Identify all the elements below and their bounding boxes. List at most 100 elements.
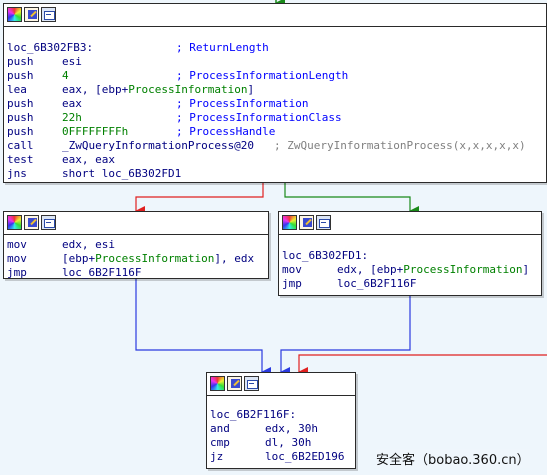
block-loc-6B302FD1[interactable]: loc_6B302FD1: mov edx, [ebp+ProcessInform… <box>278 211 542 296</box>
mnemonic: push <box>7 69 34 82</box>
color-palette-icon[interactable] <box>7 215 22 230</box>
mnemonic: push <box>7 111 34 124</box>
watermark: 安全客（bobao.360.cn） <box>376 449 530 468</box>
stack-var[interactable]: ProcessInformation <box>95 252 215 265</box>
asm-comment: ; ZwQueryInformationProcess(x,x,x,x,x) <box>274 139 526 152</box>
operand[interactable]: edx, 30h <box>265 422 318 435</box>
asm-line[interactable]: loc_6B302FD1: <box>279 249 541 263</box>
asm-line[interactable]: push 0FFFFFFFFh ; ProcessHandle <box>4 125 546 139</box>
graph-overview-icon[interactable] <box>41 215 56 230</box>
rename-pencil-icon[interactable] <box>24 215 39 230</box>
jump-target[interactable]: loc_6B2ED196 <box>265 450 345 463</box>
operand[interactable]: edx, esi <box>62 238 115 251</box>
asm-comment: ; ProcessHandle <box>176 125 276 138</box>
operand[interactable]: [ebp+ProcessInformation], edx <box>62 252 254 266</box>
block-loc-6B2F116F[interactable]: loc_6B2F116F: and edx, 30h cmp dl, 30h jz l… <box>206 372 356 469</box>
operand[interactable]: edx, [ebp+ProcessInformation] <box>337 263 529 277</box>
mnemonic: push <box>7 55 34 68</box>
asm-line[interactable]: mov [ebp+ProcessInformation], edx <box>4 252 268 266</box>
mnemonic: mov <box>282 263 302 276</box>
operand-suffix: ] <box>247 83 255 96</box>
block-fallthrough[interactable]: mov edx, esi mov [ebp+ProcessInformation],… <box>3 211 269 279</box>
mnemonic: call <box>7 139 34 152</box>
mnemonic: cmp <box>210 436 230 449</box>
asm-line[interactable]: test eax, eax <box>4 153 546 167</box>
rename-pencil-icon[interactable] <box>299 215 314 230</box>
mnemonic: mov <box>7 238 27 251</box>
color-palette-icon[interactable] <box>210 376 225 391</box>
call-target[interactable]: _ZwQueryInformationProcess@20 <box>62 139 255 152</box>
mnemonic: jmp <box>282 277 302 290</box>
operand-suffix: ], edx <box>214 252 255 265</box>
edge-false-branch <box>135 183 264 216</box>
mnemonic: mov <box>7 252 27 265</box>
asm-line[interactable]: call _ZwQueryInformationProcess@20 ; ZwQue… <box>4 139 546 153</box>
jump-target[interactable]: loc_6B2F116F <box>337 277 417 290</box>
graph-overview-icon[interactable] <box>41 7 56 22</box>
operand[interactable]: dl, 30h <box>265 436 312 449</box>
mnemonic: jz <box>210 450 224 463</box>
block-header <box>4 4 546 27</box>
asm-comment: ; ReturnLength <box>176 41 269 54</box>
asm-line[interactable]: push esi <box>4 55 546 69</box>
operand-prefix: eax, [ebp+ <box>62 83 129 96</box>
asm-comment: ; ProcessInformationClass <box>176 111 342 124</box>
jump-target[interactable]: short loc_6B302FD1 <box>62 167 182 180</box>
asm-line[interactable]: cmp dl, 30h <box>207 436 355 450</box>
asm-line[interactable]: push 22h ; ProcessInformationClass <box>4 111 546 125</box>
operand[interactable]: 4 <box>62 69 69 82</box>
jump-target[interactable]: loc_6B2F116F <box>62 266 142 279</box>
block-header <box>207 373 355 396</box>
mnemonic: jmp <box>7 266 27 279</box>
mnemonic: jns <box>7 167 27 180</box>
graph-overview-icon[interactable] <box>316 215 331 230</box>
edge-right-to-merge <box>280 296 411 377</box>
edge-left-to-merge <box>135 279 271 377</box>
code-label[interactable]: loc_6B2F116F: <box>210 408 297 421</box>
asm-comment: ; ProcessInformation <box>176 97 309 110</box>
mnemonic: push <box>7 125 34 138</box>
operand-suffix: ] <box>522 263 530 276</box>
asm-line[interactable]: jns short loc_6B302FD1 <box>4 167 546 181</box>
asm-line[interactable]: loc_6B302FB3: ; ReturnLength <box>4 41 546 55</box>
color-palette-icon[interactable] <box>282 215 297 230</box>
block-header <box>4 212 268 235</box>
mnemonic: and <box>210 422 230 435</box>
mnemonic: push <box>7 97 34 110</box>
asm-line[interactable]: and edx, 30h <box>207 422 355 436</box>
mnemonic: lea <box>7 83 27 96</box>
edge-back-loop <box>298 354 547 377</box>
block-header <box>279 212 541 235</box>
asm-line[interactable]: push 4 ; ProcessInformationLength <box>4 69 546 83</box>
operand[interactable]: eax, [ebp+ProcessInformation] <box>62 83 254 97</box>
mnemonic: test <box>7 153 34 166</box>
asm-line[interactable]: jz loc_6B2ED196 <box>207 450 355 464</box>
asm-line[interactable]: mov edx, [ebp+ProcessInformation] <box>279 263 541 277</box>
rename-pencil-icon[interactable] <box>24 7 39 22</box>
operand-prefix: edx, [ebp+ <box>337 263 404 276</box>
operand[interactable]: 22h <box>62 111 82 124</box>
operand[interactable]: 0FFFFFFFFh <box>62 125 129 138</box>
code-label[interactable]: loc_6B302FD1: <box>282 249 369 262</box>
color-palette-icon[interactable] <box>7 7 22 22</box>
asm-line[interactable]: lea eax, [ebp+ProcessInformation] <box>4 83 546 97</box>
stack-var[interactable]: ProcessInformation <box>403 263 523 276</box>
asm-line[interactable]: mov edx, esi <box>4 238 268 252</box>
operand[interactable]: esi <box>62 55 82 68</box>
operand[interactable]: eax <box>62 97 82 110</box>
graph-overview-icon[interactable] <box>244 376 259 391</box>
asm-line[interactable]: jmp loc_6B2F116F <box>279 277 541 291</box>
asm-comment: ; ProcessInformationLength <box>176 69 349 82</box>
operand[interactable]: eax, eax <box>62 153 115 166</box>
asm-line[interactable]: push eax ; ProcessInformation <box>4 97 546 111</box>
asm-line[interactable]: jmp loc_6B2F116F <box>4 266 268 280</box>
rename-pencil-icon[interactable] <box>227 376 242 391</box>
stack-var[interactable]: ProcessInformation <box>128 83 248 96</box>
edge-true-branch <box>284 183 419 216</box>
operand-prefix: [ebp+ <box>62 252 96 265</box>
asm-line[interactable]: loc_6B2F116F: <box>207 408 355 422</box>
code-label[interactable]: loc_6B302FB3: <box>7 41 94 54</box>
block-loc-6B302FB3[interactable]: loc_6B302FB3: ; ReturnLength push esi push… <box>3 3 547 183</box>
